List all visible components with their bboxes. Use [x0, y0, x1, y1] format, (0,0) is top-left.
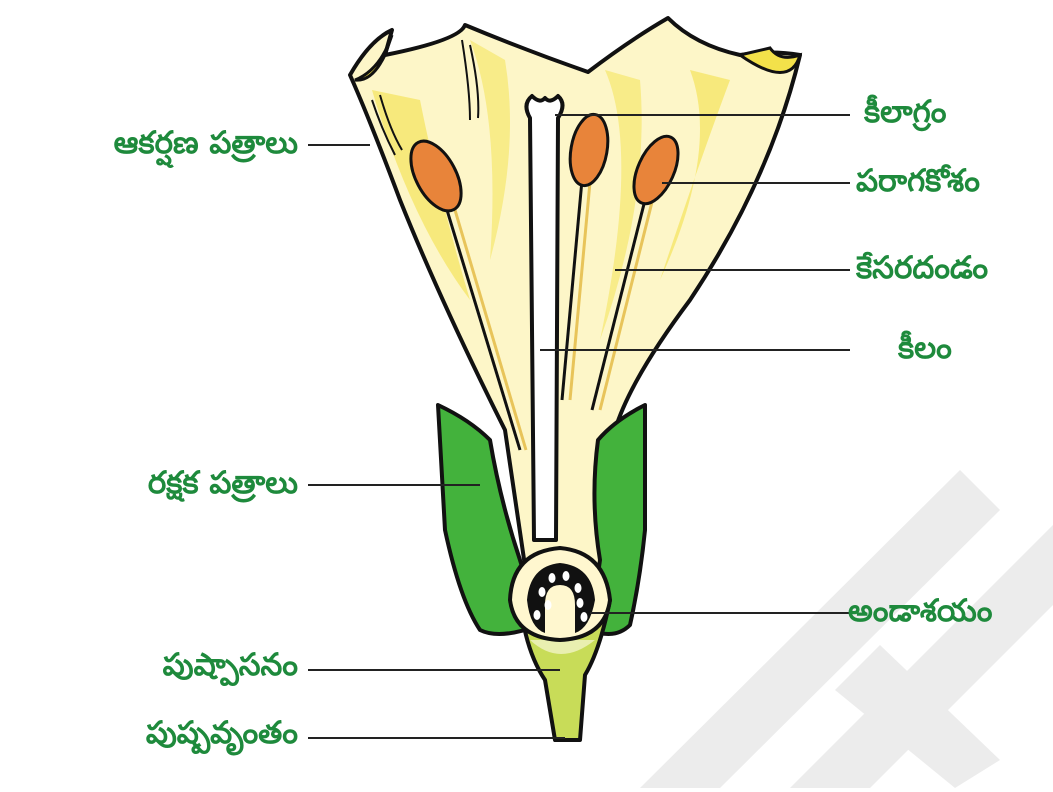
watermark	[640, 470, 1053, 788]
stamens	[409, 112, 680, 451]
label-stigma: కీలాగ్రం	[864, 94, 947, 130]
label-receptacle: పుష్పాసనం	[162, 647, 298, 683]
label-anther: పరాగకోశం	[856, 163, 980, 199]
style	[524, 94, 565, 542]
label-filament: కేసరదండం	[856, 250, 989, 286]
leader-lines	[308, 114, 850, 739]
label-style: కీలం	[898, 330, 952, 366]
label-petals: ఆకర్షణ పత్రాలు	[113, 125, 298, 161]
label-sepals: రక్షక పత్రాలు	[147, 465, 298, 501]
label-pedicel: పుష్పవృంతం	[145, 715, 298, 751]
label-ovary: అండాశయం	[848, 593, 993, 629]
ovary	[507, 545, 613, 643]
petals	[348, 16, 803, 602]
